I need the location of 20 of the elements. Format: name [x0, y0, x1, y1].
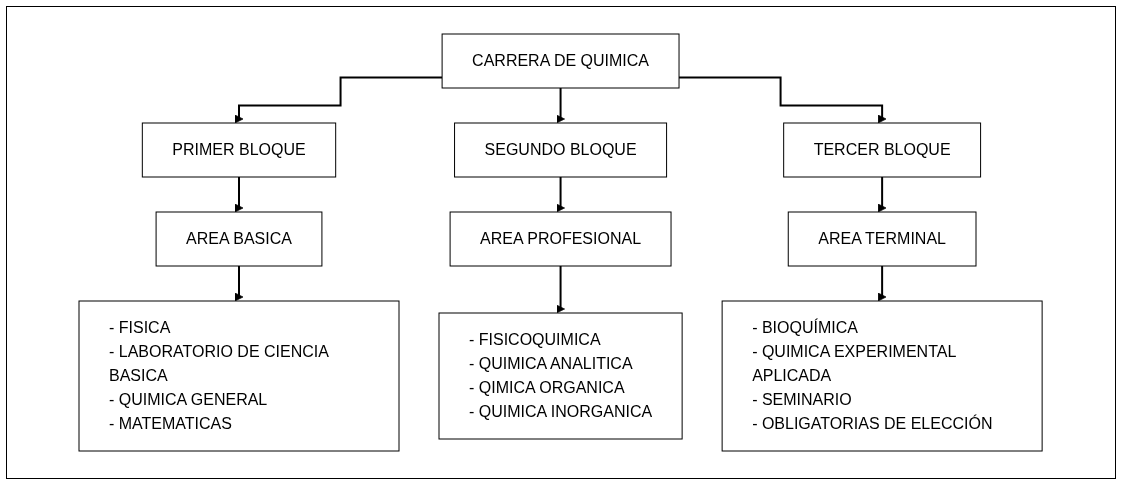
node-box [442, 33, 680, 89]
node-box [783, 122, 982, 178]
node-box [454, 122, 668, 178]
arrow [235, 176, 244, 213]
arrow [556, 87, 566, 124]
arrow [878, 265, 887, 302]
arrow [556, 265, 566, 314]
node-box [438, 312, 684, 440]
arrow [556, 176, 566, 213]
node-box [450, 211, 672, 267]
node-box [142, 122, 337, 178]
diagram-frame: CARRERA DE QUIMICA PRIMER BLOQUE SEGUNDO BLOQUE TERCER BLOQUE AREA BASICA AREA PROFESIONAL AREA TERMINAL - FISICA - LABORATORIO DE CIENCIA BASICA - QUIMICA GENERAL - MATEMATICAS - FISICOQUIMICA - QUIMICA ANALITICA - QIMICA ORGANICA - QUIMICA INORGANICA - BIOQUÍMICA - QUIMICA EXPERIMENTAL APLICADA - SEMINARIO - OBLIGATORIAS DE ELECCIÓN [6, 6, 1116, 479]
node-box [788, 211, 977, 267]
arrow [235, 265, 244, 302]
node-box [156, 211, 323, 267]
node-box [722, 300, 1044, 452]
arrow [878, 176, 887, 213]
arrow [235, 76, 444, 124]
node-box [78, 300, 400, 452]
arrow [678, 76, 887, 124]
